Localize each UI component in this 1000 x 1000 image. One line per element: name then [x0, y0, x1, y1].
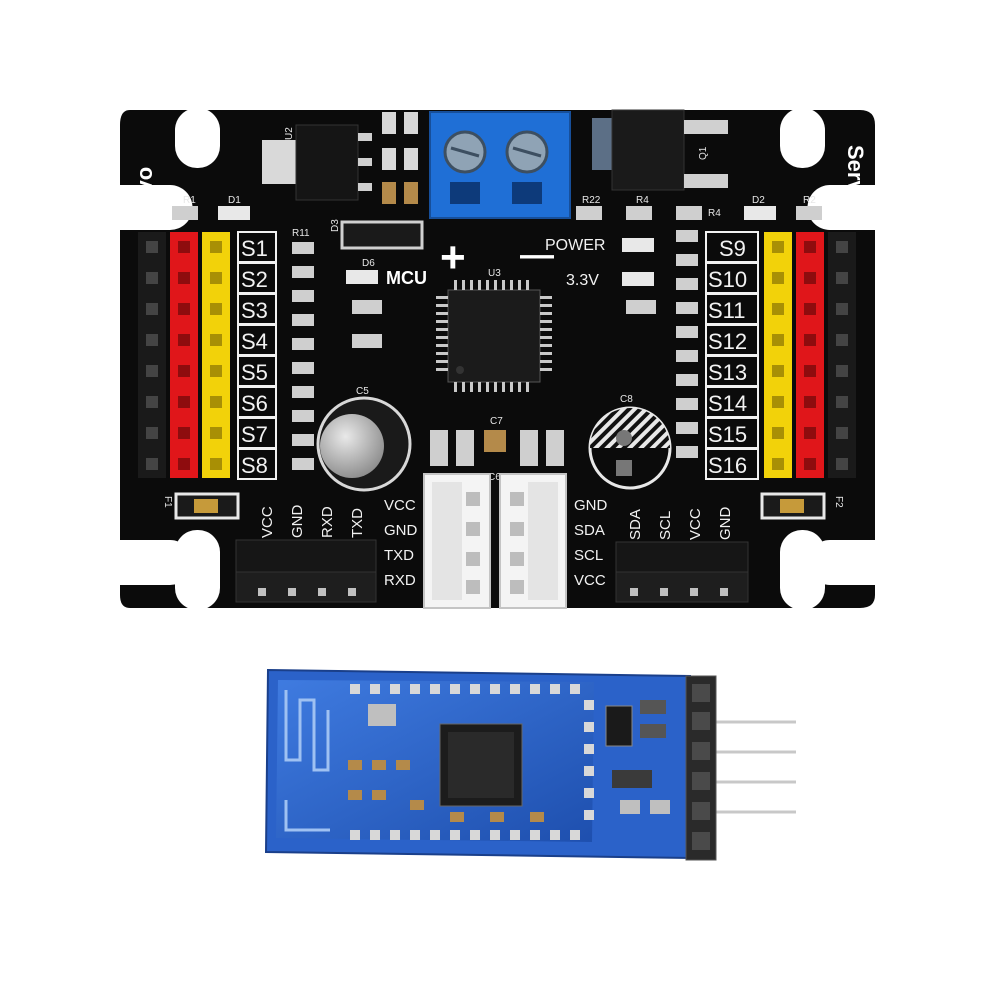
ref-c5: C5: [356, 386, 369, 397]
uart-top-vcc: VCC: [259, 506, 276, 538]
ref-r4a: R4: [636, 195, 649, 206]
i2c-top-scl: SCL: [657, 511, 674, 540]
uart-top-gnd: GND: [289, 505, 306, 539]
i2c-pin-header: [615, 541, 749, 603]
ref-u3: U3: [488, 268, 501, 279]
channel-labels-right: S9 S10 S11 S12 S13 S14 S15 S16: [705, 231, 759, 480]
i2c-side-vcc: VCC: [574, 572, 606, 589]
i2c-top-vcc: VCC: [687, 508, 704, 540]
module-pins: [712, 720, 796, 814]
mcu-led: [346, 270, 378, 284]
power-led: [622, 238, 654, 252]
channel-label-s13: S13: [708, 360, 747, 385]
servo-label-right: Servo: [843, 145, 868, 206]
channel-label-s15: S15: [708, 422, 747, 447]
ref-c8: C8: [620, 394, 633, 405]
uart-side-vcc: VCC: [384, 497, 416, 514]
uart-header-labels: VCC GND RXD TXD: [259, 505, 366, 539]
bluetooth-module: [264, 668, 796, 861]
notch: [175, 530, 220, 610]
v33-label: 3.3V: [566, 272, 599, 289]
uart-pin-header: [235, 539, 377, 603]
v33-led: [622, 272, 654, 286]
module-small-parts: [348, 760, 544, 822]
i2c-side-sda: SDA: [574, 522, 605, 539]
ref-d3: D3: [330, 219, 341, 232]
mcu-label: MCU: [386, 268, 427, 288]
module-regulator-area: [605, 700, 670, 814]
channel-label-s9: S9: [719, 236, 746, 261]
channel-label-s7: S7: [241, 422, 268, 447]
channel-label-s3: S3: [241, 298, 268, 323]
ref-q1: Q1: [698, 146, 709, 160]
servo-label-left: Servo: [132, 167, 157, 228]
jst-connector-left: [423, 473, 491, 609]
ref-d2: D2: [752, 195, 765, 206]
regulator-u2: U2: [262, 124, 372, 201]
resistor-column-right: [626, 230, 698, 458]
module-pads-right: [584, 700, 594, 820]
channel-label-s6: S6: [241, 391, 268, 416]
module-inner-board: [276, 680, 594, 842]
ref-r2: R2: [803, 195, 816, 206]
notch: [175, 108, 220, 168]
channel-label-s5: S5: [241, 360, 268, 385]
mosfet-q1: Q1: [592, 109, 728, 191]
jst-connector-right: [499, 473, 567, 609]
ref-r22: R22: [582, 195, 601, 206]
mcu-chip-u3: [436, 280, 552, 392]
notch: [780, 530, 825, 610]
ref-r4b: R4: [708, 208, 721, 219]
i2c-top-sda: SDA: [627, 509, 644, 540]
module-antenna: [284, 690, 330, 832]
module-pads-top: [350, 684, 580, 694]
channel-label-s4: S4: [241, 329, 268, 354]
capacitor-c5: C5: [316, 386, 412, 492]
ref-c6: C6: [488, 472, 501, 483]
ref-c7: C7: [490, 416, 503, 427]
capacitor-c8-footprint: C8: [588, 394, 672, 490]
channel-labels-left: S1 S2 S3 S4 S5 S6 S7 S8: [237, 231, 277, 480]
channel-label-s11: S11: [708, 298, 746, 323]
channel-label-s14: S14: [708, 391, 747, 416]
ref-r1: R1: [183, 195, 196, 206]
servo-header-left: [138, 232, 230, 478]
ref-f2: F2: [833, 496, 844, 508]
i2c-top-gnd: GND: [717, 507, 734, 541]
channel-label-s16: S16: [708, 453, 747, 478]
minus-sign: —: [520, 236, 554, 274]
ref-f1: F1: [162, 496, 173, 508]
resistor-column-left: [292, 242, 382, 470]
uart-side-txd: TXD: [384, 547, 414, 564]
channel-label-s1: S1: [241, 236, 268, 261]
servo-header-right: [764, 232, 856, 478]
uart-top-rxd: RXD: [319, 506, 336, 538]
screw-terminal: [429, 111, 571, 219]
channel-label-s8: S8: [241, 453, 268, 478]
servo-controller-board: Servo Servo U2: [120, 108, 875, 610]
ref-r11: R11: [292, 228, 310, 239]
module-crystal: [368, 704, 396, 726]
notch: [780, 108, 825, 168]
ref-u2: U2: [284, 127, 295, 140]
ref-d6: D6: [362, 258, 375, 269]
power-label: POWER: [545, 237, 605, 254]
channel-label-s12: S12: [708, 329, 747, 354]
module-pads-bottom: [350, 830, 580, 840]
channel-label-s10: S10: [708, 267, 747, 292]
fuse-f1: [174, 492, 240, 520]
i2c-side-gnd: GND: [574, 497, 608, 514]
uart-top-txd: TXD: [349, 508, 366, 538]
diode-d3: [340, 220, 424, 250]
module-header: [685, 675, 717, 861]
i2c-header-labels: SDA SCL VCC GND: [627, 507, 734, 541]
plus-sign: +: [440, 233, 466, 282]
channel-label-s2: S2: [241, 267, 268, 292]
uart-side-gnd: GND: [384, 522, 418, 539]
ref-d1: D1: [228, 195, 241, 206]
uart-side-rxd: RXD: [384, 572, 416, 589]
small-parts-center: [430, 430, 564, 466]
i2c-side-scl: SCL: [574, 547, 603, 564]
